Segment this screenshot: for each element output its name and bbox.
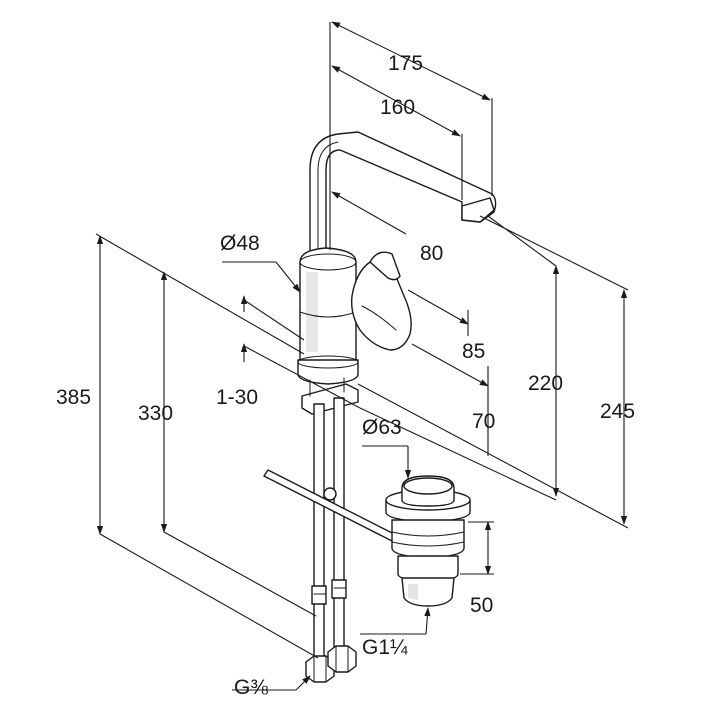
- label-thread-g1-1-4: G1¼: [362, 636, 408, 659]
- faucet: [263, 131, 497, 683]
- label-80: 80: [420, 242, 443, 265]
- label-220: 220: [528, 372, 563, 395]
- base-ring: [297, 355, 359, 385]
- label-385: 385: [56, 386, 91, 409]
- label-330: 330: [138, 402, 173, 425]
- dimension-lines: [95, 21, 629, 691]
- hex-fittings: [305, 645, 357, 683]
- label-1-30: 1-30: [216, 386, 258, 409]
- label-245: 245: [600, 400, 635, 423]
- dimension-labels: 175 160 Ø48 80 85 385 330 1-30 220 245 7…: [56, 52, 635, 699]
- label-50: 50: [470, 594, 493, 617]
- body-cylinder: [299, 247, 357, 375]
- drain-assembly: [385, 475, 471, 607]
- label-thread-g3-8: G⅜: [234, 676, 268, 699]
- label-160: 160: [380, 96, 415, 119]
- label-diameter-63: Ø63: [362, 416, 402, 439]
- spout: [309, 131, 497, 263]
- popup-rod: [263, 469, 399, 543]
- label-85: 85: [462, 340, 485, 363]
- label-175: 175: [388, 52, 423, 75]
- supply-hoses: [311, 397, 347, 659]
- label-diameter-48: Ø48: [220, 232, 260, 255]
- label-70: 70: [472, 410, 495, 433]
- lever-handle: [350, 251, 412, 351]
